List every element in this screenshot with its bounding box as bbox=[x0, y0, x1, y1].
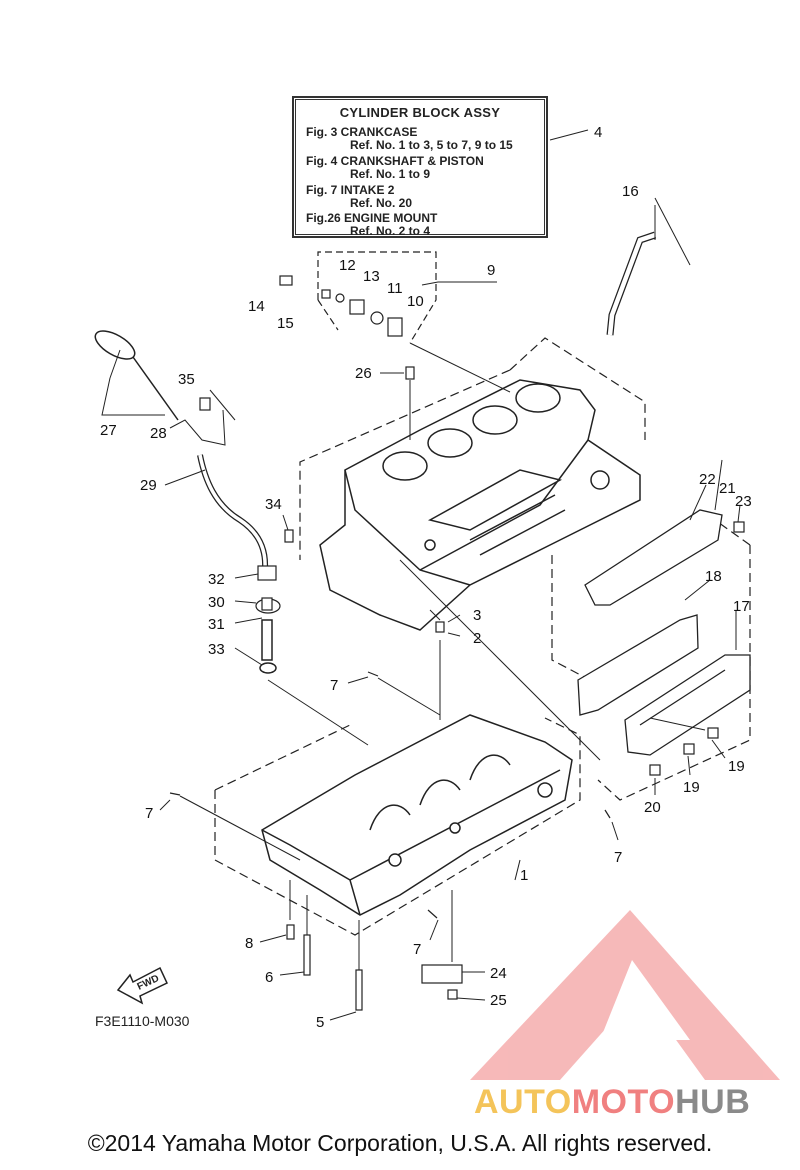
callout-7-bottom: 7 bbox=[413, 941, 421, 958]
callout-3: 3 bbox=[473, 607, 481, 624]
callout-26: 26 bbox=[355, 365, 372, 382]
reference-table-title: CYLINDER BLOCK ASSY bbox=[339, 105, 501, 120]
callout-29: 29 bbox=[140, 477, 157, 494]
small-parts bbox=[169, 275, 745, 1011]
callout-17: 17 bbox=[733, 598, 750, 615]
callout-1: 1 bbox=[520, 867, 528, 884]
leader-lines bbox=[101, 129, 741, 1021]
callout-25: 25 bbox=[490, 992, 507, 1009]
table-row-ref: Ref. No. 2 to 4 bbox=[350, 224, 431, 238]
table-row-fig: Fig. 4 CRANKSHAFT & PISTON bbox=[306, 154, 484, 168]
watermark-part-hub: HUB bbox=[675, 1083, 751, 1121]
reference-table: CYLINDER BLOCK ASSY Fig. 3 CRANKCASE Ref… bbox=[292, 96, 548, 238]
callout-2: 2 bbox=[473, 630, 481, 647]
callout-7-left: 7 bbox=[145, 805, 153, 822]
dashed-assembly-boxes bbox=[214, 251, 751, 936]
diagram-code: F3E1110-M030 bbox=[95, 1013, 190, 1029]
callout-28: 28 bbox=[150, 425, 167, 442]
callout-9: 9 bbox=[487, 262, 495, 279]
table-row-fig: Fig. 7 INTAKE 2 bbox=[306, 183, 395, 197]
callout-18: 18 bbox=[705, 568, 722, 585]
callout-35: 35 bbox=[178, 371, 195, 388]
callout-27: 27 bbox=[100, 422, 117, 439]
fwd-arrow-icon: FWD bbox=[116, 966, 168, 1005]
callout-numbers: 1 2 3 4 5 6 7 7 7 7 8 9 10 11 12 13 14 1… bbox=[100, 124, 752, 1031]
callout-33: 33 bbox=[208, 641, 225, 658]
callout-20: 20 bbox=[644, 799, 661, 816]
callout-24: 24 bbox=[490, 965, 507, 982]
callout-31: 31 bbox=[208, 616, 225, 633]
callout-7-top: 7 bbox=[330, 677, 338, 694]
table-row-ref: Ref. No. 1 to 3, 5 to 7, 9 to 15 bbox=[350, 138, 513, 152]
copyright-notice: ©2014 Yamaha Motor Corporation, U.S.A. A… bbox=[87, 1130, 713, 1156]
callout-15: 15 bbox=[277, 315, 294, 332]
callout-30: 30 bbox=[208, 594, 225, 611]
side-covers bbox=[577, 509, 751, 756]
table-row-fig: Fig. 3 CRANKCASE bbox=[306, 125, 418, 139]
callout-12: 12 bbox=[339, 257, 356, 274]
dipstick-assembly bbox=[94, 231, 657, 674]
callout-22: 22 bbox=[699, 471, 716, 488]
callout-5: 5 bbox=[316, 1014, 324, 1031]
callout-16: 16 bbox=[622, 183, 639, 200]
callout-4: 4 bbox=[594, 124, 602, 141]
callout-21: 21 bbox=[719, 480, 736, 497]
callout-34: 34 bbox=[265, 496, 282, 513]
table-row-fig: Fig.26 ENGINE MOUNT bbox=[306, 211, 438, 225]
callout-10: 10 bbox=[407, 293, 424, 310]
callout-6: 6 bbox=[265, 969, 273, 986]
watermark-part-moto: MOTO bbox=[571, 1083, 676, 1121]
callout-14: 14 bbox=[248, 298, 265, 315]
callout-19-left: 19 bbox=[683, 779, 700, 796]
callout-7-right: 7 bbox=[614, 849, 622, 866]
callout-13: 13 bbox=[363, 268, 380, 285]
callout-32: 32 bbox=[208, 571, 225, 588]
watermark-logo bbox=[470, 910, 780, 1080]
watermark-text: AUTOMOTOHUB bbox=[474, 1083, 750, 1122]
callout-19-right: 19 bbox=[728, 758, 745, 775]
table-row-ref: Ref. No. 20 bbox=[350, 196, 413, 210]
table-row-ref: Ref. No. 1 to 9 bbox=[350, 167, 431, 181]
callout-11: 11 bbox=[387, 280, 403, 297]
callout-8: 8 bbox=[245, 935, 253, 952]
crankcase-lower bbox=[261, 714, 573, 916]
cylinder-block-upper bbox=[319, 379, 641, 631]
callout-23: 23 bbox=[735, 493, 752, 510]
watermark-part-auto: AUTO bbox=[474, 1083, 572, 1121]
